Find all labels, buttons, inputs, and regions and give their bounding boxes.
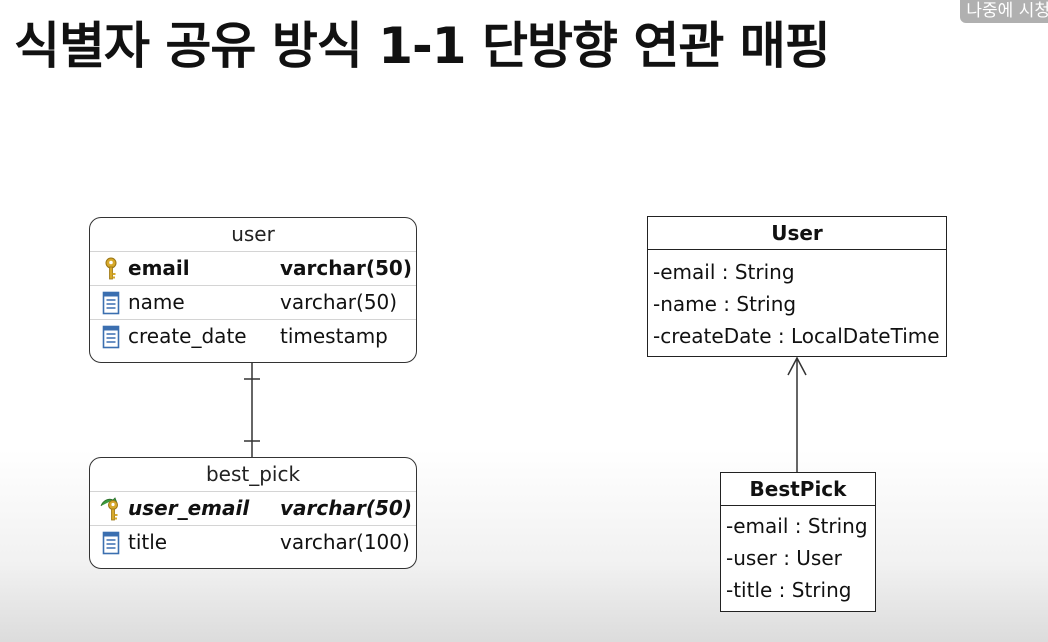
erd-column-type: varchar(50) [280, 496, 412, 520]
uml-attribute: -title : String [726, 578, 852, 602]
erd-table-best-pick: best_pick user_email varchar(50) title v… [89, 457, 417, 569]
erd-column-type: varchar(50) [280, 290, 398, 314]
uml-attribute: -createDate : LocalDateTime [653, 324, 940, 348]
slide-title: 식별자 공유 방식 1-1 단방향 연관 매핑 [14, 17, 831, 75]
erd-column-name: user_email [128, 496, 250, 520]
uml-attribute: -name : String [653, 292, 797, 316]
arrowhead-icon [787, 356, 807, 376]
uml-class-name: BestPick [721, 473, 875, 506]
uml-attribute: -email : String [653, 260, 795, 284]
uml-class-bestpick: BestPick -email : String -user : User -t… [720, 472, 876, 612]
erd-column-name: email [128, 256, 190, 280]
erd-table-user: user email varchar(50) name varchar(50) … [89, 217, 417, 363]
uml-class-user: User -email : String -name : String -cre… [647, 216, 947, 357]
uml-attribute: -user : User [726, 546, 842, 570]
erd-column-row: user_email varchar(50) [90, 492, 416, 526]
erd-column-row: create_date timestamp [90, 320, 416, 353]
erd-column-name: name [128, 290, 185, 314]
erd-column-name: title [128, 530, 168, 554]
erd-column-row: email varchar(50) [90, 252, 416, 286]
uml-class-name: User [648, 217, 946, 250]
erd-column-type: varchar(100) [280, 530, 410, 554]
erd-column-row: title varchar(100) [90, 526, 416, 559]
erd-column-type: timestamp [280, 324, 388, 348]
erd-column-name: create_date [128, 324, 247, 348]
watch-later-overlay[interactable]: 나중에 시청 [960, 0, 1048, 23]
uml-attribute: -email : String [726, 514, 868, 538]
erd-table-name: best_pick [90, 458, 416, 492]
erd-column-row: name varchar(50) [90, 286, 416, 320]
erd-table-name: user [90, 218, 416, 252]
erd-column-type: varchar(50) [280, 256, 412, 280]
